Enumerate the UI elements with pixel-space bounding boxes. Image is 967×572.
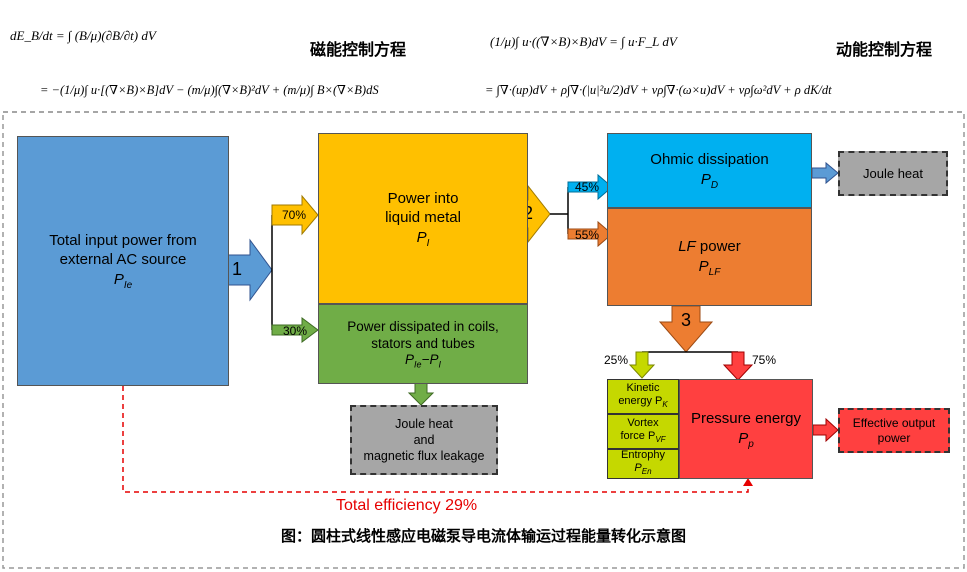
output-line1: Effective output (852, 415, 936, 430)
liquid-symbol: PI (416, 228, 430, 249)
pressure-energy-box: Pressure energy Pp (679, 379, 813, 479)
power-dissipated-coils-box: Power dissipated in coils, stators and t… (318, 304, 528, 384)
joule2-line3: magnetic flux leakage (363, 449, 485, 463)
total-input-power-box: Total input power from external AC sourc… (17, 136, 229, 386)
arrow-to-output (812, 417, 839, 443)
kinetic-equation-title: 动能控制方程 (836, 40, 933, 59)
arrow-55 (567, 220, 613, 248)
input-label-line1: Total input power from (49, 232, 197, 249)
ohmic-dissipation-box: Ohmic dissipation PD (607, 133, 812, 208)
entrophy-box: Entrophy PEn (607, 449, 679, 479)
eq-kinetic-line1: (1/μ)∫ u·((∇×B)×B)dV = ∫ u·F_L dV (490, 34, 677, 49)
joule-heat-leakage-box: Joule heat and magnetic flux leakage (350, 405, 498, 475)
vortex-line2: force PVF (620, 429, 666, 445)
percent-45: 45% (575, 180, 600, 194)
percent-30: 30% (283, 324, 308, 338)
input-symbol: PIe (113, 271, 133, 291)
percent-25: 25% (604, 353, 629, 367)
percent-75: 75% (752, 353, 777, 367)
coils-label-line1: Power dissipated in coils, (347, 319, 499, 335)
vortex-force-box: Vortex force PVF (607, 414, 679, 449)
vortex-line1: Vortex (627, 416, 659, 429)
kinetic-energy-box: Kinetic energy PK (607, 379, 679, 414)
pressure-label: Pressure energy (690, 409, 802, 427)
joule1-label: Joule heat (863, 166, 923, 181)
coils-symbol: PIe−PI (405, 352, 441, 370)
eq-magnetic-line1: dE_B/dt = ∫ (B/μ)(∂B/∂t) dV (10, 28, 156, 43)
arrow-45 (567, 173, 613, 201)
pressure-symbol: Pp (738, 429, 754, 450)
arrow-30 (271, 317, 319, 343)
output-line2: power (877, 430, 911, 445)
joule2-line1: Joule heat (395, 417, 453, 431)
eq-magnetic-line2: = −(1/μ)∫ u·[(∇×B)×B]dV − (m/μ)∫(∇×B)²dV… (40, 83, 379, 97)
percent-70: 70% (282, 208, 307, 222)
efficiency-arrowhead (743, 478, 753, 486)
entrophy-line1: Entrophy (620, 449, 666, 462)
total-efficiency-label: Total efficiency 29% (336, 497, 478, 514)
power-into-liquid-metal-box: Power into liquid metal PI (318, 133, 528, 304)
arrow-70 (271, 194, 319, 236)
magnetic-equation-title: 磁能控制方程 (310, 40, 407, 59)
efficiency-path (122, 386, 749, 493)
liquid-label-line1: Power into (387, 189, 459, 207)
kinetic-line2: energy PK (618, 394, 668, 410)
input-label-line2: external AC source (59, 251, 187, 268)
lf-symbol: PLF (698, 257, 721, 278)
figure-caption: 图：圆柱式线性感应电磁泵导电流体输运过程能量转化示意图 (280, 527, 686, 545)
ohmic-symbol: PD (700, 171, 719, 191)
ohmic-label: Ohmic dissipation (650, 151, 769, 168)
step-3-label: 3 (681, 310, 692, 330)
eq-kinetic-line2: = ∫∇·(up)dV + ρ∫∇·(|u|²u/2)dV + νρ∫∇·(ω×… (485, 83, 832, 97)
coils-label-line2: stators and tubes (371, 336, 475, 352)
joule-heat-box: Joule heat (838, 151, 948, 196)
joule2-line2: and (413, 433, 435, 447)
lf-label: LF power (678, 237, 741, 255)
arrow-to-joule-heat (811, 161, 839, 185)
arrow-75 (722, 351, 754, 381)
arrow-step-3 (658, 305, 714, 353)
arrow-25 (628, 351, 656, 379)
effective-output-box: Effective output power (838, 408, 950, 453)
percent-55: 55% (575, 228, 600, 242)
arrow-step-1 (227, 238, 273, 302)
step-2-label: 2 (523, 203, 534, 223)
lf-power-box: LF power PLF (607, 208, 812, 306)
liquid-label-line2: liquid metal (385, 208, 461, 226)
body-frame (2, 111, 965, 569)
step-1-label: 1 (232, 259, 243, 279)
entrophy-line2: PEn (634, 462, 652, 477)
kinetic-line1: Kinetic (626, 381, 660, 394)
